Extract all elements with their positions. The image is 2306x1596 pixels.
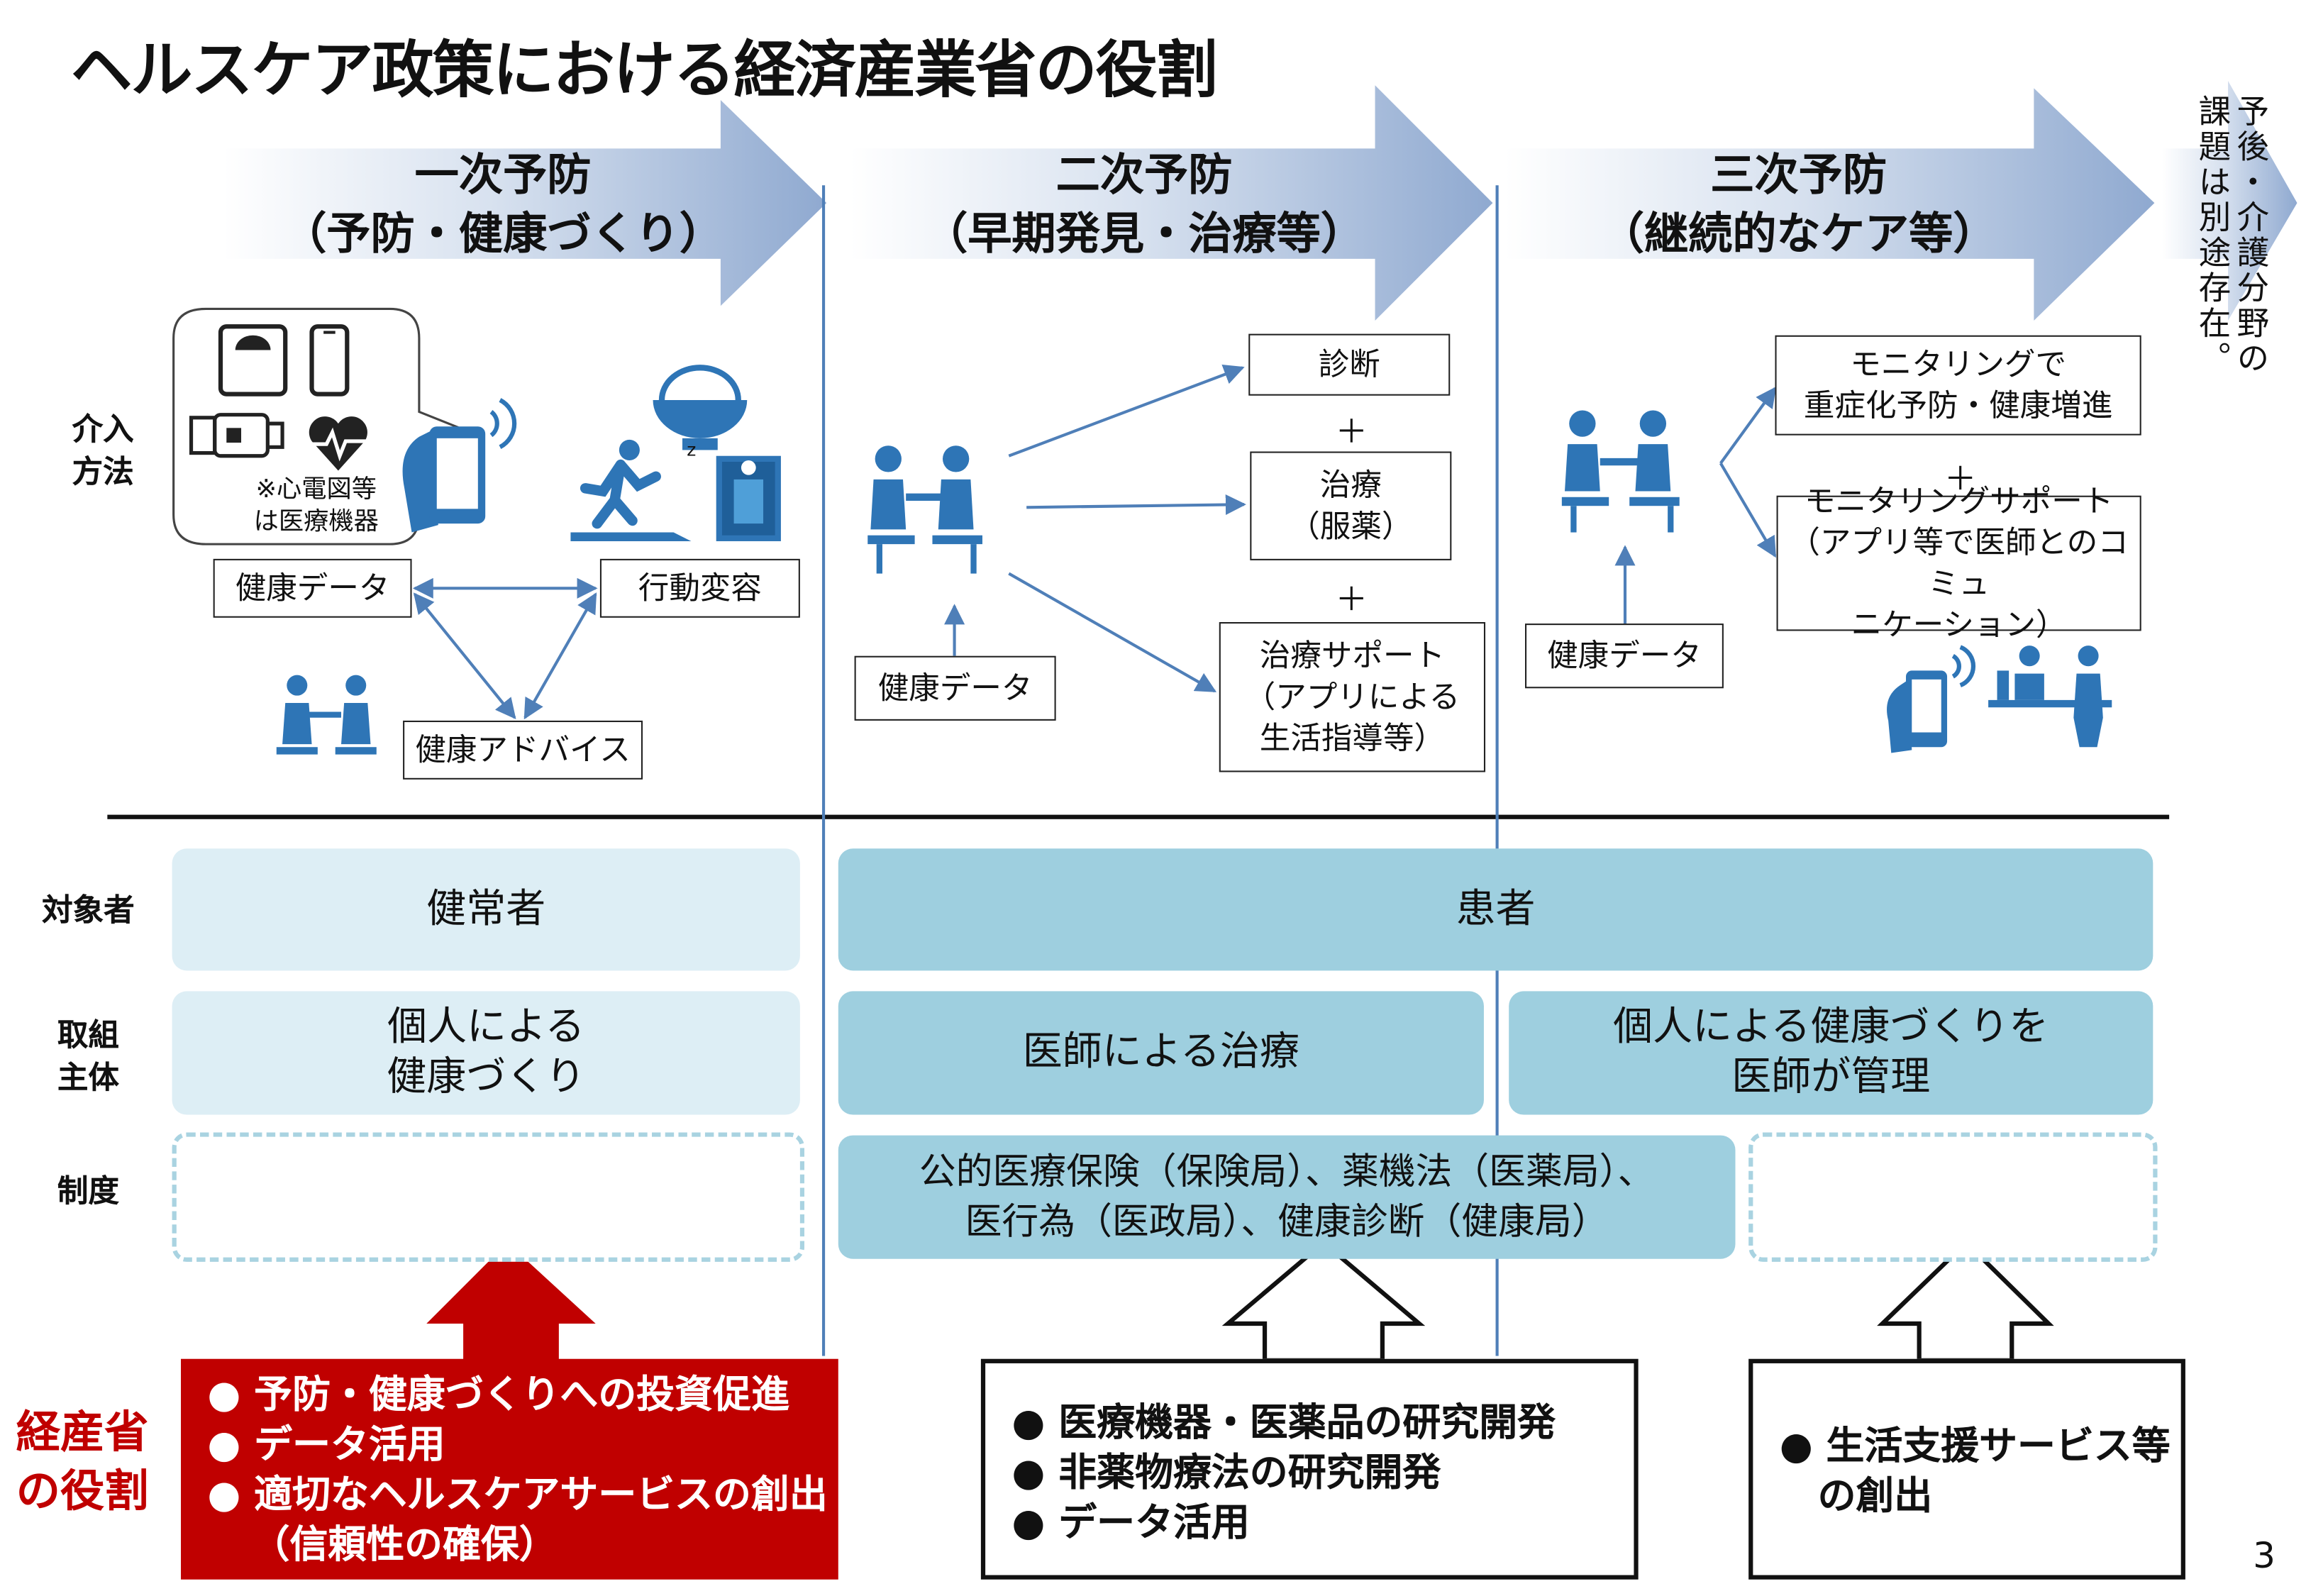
actor-individual-band: 個人による健康づくり: [172, 991, 800, 1115]
health-data-box: 健康データ: [213, 558, 412, 618]
system-band: 公的医療保険（保険局）、薬機法（医薬局）、医行為（医政局）、健康診断（健康局）: [838, 1135, 1736, 1259]
system-empty-tertiary: [1748, 1132, 2158, 1262]
phase-secondary-label: 二次予防（早期発見・治療等）: [924, 150, 1365, 260]
smartphone-icon: [309, 324, 350, 397]
role-tertiary-box: 生活支援サービス等 の創出: [1748, 1358, 2185, 1580]
phase-arrow-1: [223, 99, 827, 306]
row-label-actor: 取組主体: [57, 1017, 119, 1096]
phase-arrow-2: [850, 85, 1493, 321]
sleep-bed-icon: z: [687, 440, 781, 541]
side-note: 予後・介護分野の課題は別途存在。: [2193, 94, 2268, 377]
role-label: 経産省の役割: [16, 1407, 149, 1518]
role-item: 医療機器・医薬品の研究開発: [1011, 1399, 1634, 1448]
outline-up-arrow: [1221, 1239, 1426, 1363]
role-item: 生活支援サービス等: [1780, 1422, 2181, 1472]
treatment-box: 治療（服薬）: [1250, 451, 1452, 560]
role-primary-box: 予防・健康づくりへの投資促進 データ活用 適切なヘルスケアサービスの創出 （信頼…: [181, 1358, 838, 1580]
health-data-box: 健康データ: [854, 655, 1056, 721]
phase-tertiary-label: 三次予防（継続的なケア等）: [1600, 150, 1997, 260]
plus-sign: ＋: [1944, 462, 1977, 499]
monitoring-box: モニタリングで重症化予防・健康増進: [1775, 335, 2141, 436]
wearable-icon: [189, 413, 284, 458]
page-title: ヘルスケア政策における経済産業省の役割: [70, 33, 1218, 106]
diagnosis-box: 診断: [1248, 333, 1451, 396]
role-item: 適切なヘルスケアサービスの創出: [207, 1470, 828, 1520]
food-bowl-icon: [653, 365, 748, 450]
plus-sign: ＋: [1335, 414, 1368, 452]
scale-icon: [218, 324, 288, 397]
monitoring-support-box: モニタリングサポート（アプリ等で医師とのコミュニケーション）: [1776, 484, 2141, 643]
actor-doctor-band: 医師による治療: [838, 991, 1484, 1115]
page-number: 3: [2253, 1535, 2275, 1577]
svg-text:z: z: [687, 440, 696, 460]
row-label-intervention: 介入方法: [72, 411, 134, 490]
role-item: の創出: [1817, 1475, 1933, 1519]
phase-primary-label: 一次予防（予防・健康づくり）: [282, 150, 724, 260]
role-item: データ活用: [1011, 1499, 1634, 1548]
doctor-consultation-icon: [1561, 410, 1680, 533]
red-up-arrow: [426, 1242, 596, 1361]
role-item: 予防・健康づくりへの投資促進: [207, 1370, 821, 1420]
hand-phone-icon: [402, 398, 517, 533]
target-healthy-band: 健常者: [172, 848, 800, 971]
doctor-consultation-icon: [276, 675, 377, 755]
actor-managed-band: 個人による健康づくりを医師が管理: [1509, 991, 2153, 1115]
behavior-change-box: 行動変容: [599, 558, 800, 618]
treatment-support-box: 治療サポート（アプリによる生活指導等）: [1219, 622, 1486, 772]
phase-divider-line: [821, 185, 825, 1356]
system-empty-primary: [172, 1132, 805, 1262]
phase-divider-line: [1495, 185, 1498, 1356]
health-data-box: 健康データ: [1525, 624, 1724, 689]
treadmill-runner-icon: [570, 439, 692, 541]
role-item: 非薬物療法の研究開発: [1011, 1448, 1634, 1498]
role-item: （信頼性の確保）: [251, 1523, 558, 1568]
heart-ecg-icon: [309, 416, 368, 471]
row-label-system: 制度: [57, 1173, 119, 1209]
section-divider: [107, 814, 2170, 819]
medical-device-note: ※心電図等は医療機器: [253, 475, 379, 537]
counter-consultation-icon: [1988, 645, 2112, 748]
role-secondary-box: 医療機器・医薬品の研究開発 非薬物療法の研究開発 データ活用: [980, 1358, 1639, 1580]
phase-arrow-3: [1504, 88, 2155, 321]
health-advice-box: 健康アドバイス: [403, 720, 643, 780]
doctor-consultation-icon: [867, 445, 982, 574]
hand-phone-icon: [1887, 645, 1976, 753]
role-item: データ活用: [207, 1421, 821, 1470]
row-label-target: 対象者: [42, 892, 135, 929]
phase-arrow-4: [2161, 81, 2297, 321]
target-patient-band: 患者: [838, 848, 2153, 971]
plus-sign: ＋: [1335, 582, 1368, 619]
